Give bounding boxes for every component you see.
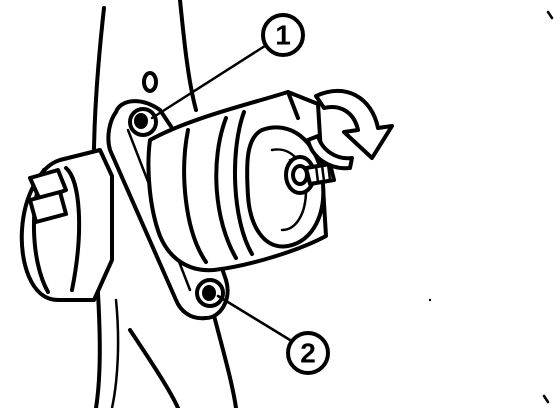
lower-mounting-bolt: [195, 278, 225, 308]
callout-2-label: 2: [300, 338, 316, 369]
scan-mark-bottom: [542, 394, 550, 404]
upper-mounting-bolt: [128, 107, 158, 137]
valve-body: [146, 90, 328, 273]
callout-2-leader: [216, 294, 292, 342]
small-hole: [142, 71, 158, 93]
callout-2: 2: [286, 331, 330, 375]
electrical-connector: [19, 148, 114, 302]
callout-1: 1: [261, 13, 305, 57]
scan-mark: [546, 10, 554, 20]
callout-1-leader: [150, 42, 270, 120]
curved-rotation-arrow-icon: [306, 89, 394, 171]
scan-dot: [428, 298, 432, 302]
callout-1-label: 1: [275, 20, 291, 51]
